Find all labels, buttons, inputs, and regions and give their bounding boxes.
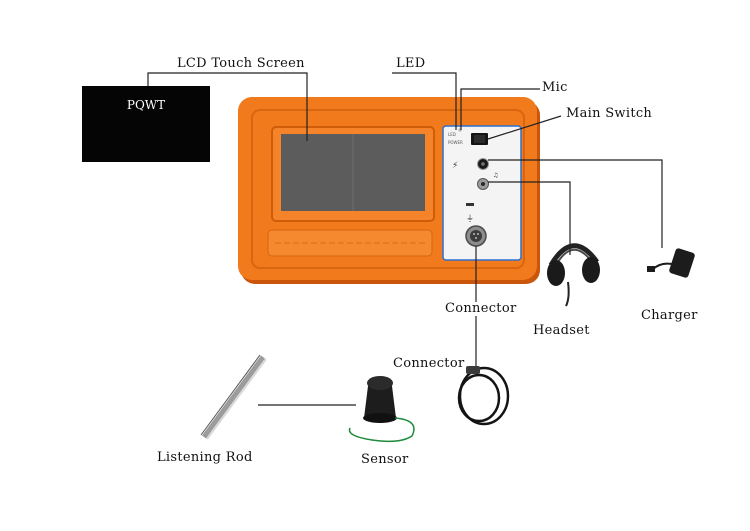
connector-pin bbox=[477, 233, 479, 235]
sensor-illustration bbox=[348, 376, 415, 443]
charger-symbol-icon: ⚡ bbox=[452, 161, 458, 171]
cable-connector-plug bbox=[466, 366, 480, 374]
headset-cord bbox=[565, 281, 570, 307]
leader-line-led bbox=[392, 72, 457, 130]
sensor-body bbox=[364, 379, 396, 418]
charger-plug bbox=[647, 266, 655, 272]
label-listening-rod: Listening Rod bbox=[157, 450, 253, 465]
device-case-inner-rim bbox=[251, 109, 525, 269]
headphone-symbol-icon: ♫ bbox=[493, 172, 498, 179]
main-switch-rocker bbox=[474, 135, 485, 143]
label-main-switch: Main Switch bbox=[566, 106, 653, 121]
leader-line-main-switch bbox=[487, 115, 562, 140]
charger-body bbox=[669, 248, 695, 278]
connector-pin bbox=[475, 237, 477, 239]
panel-marking: POWER bbox=[448, 140, 463, 145]
leader-line-mic bbox=[460, 88, 540, 130]
headset-jack-core bbox=[481, 182, 485, 186]
headset-ear-cup-left bbox=[547, 260, 565, 286]
label-led: LED bbox=[396, 56, 426, 71]
charger-illustration bbox=[647, 248, 695, 278]
headset-ear-cup-right bbox=[582, 257, 600, 283]
label-headset: Headset bbox=[533, 323, 590, 338]
connector-pin bbox=[473, 233, 475, 235]
leader-line-charger bbox=[488, 159, 663, 248]
connector-cable-illustration bbox=[457, 366, 510, 426]
listening-rod-shaft bbox=[201, 355, 266, 439]
brand-logo-box: PQWT bbox=[82, 86, 210, 162]
connector-port-inner bbox=[470, 230, 482, 242]
brand-logo-text: PQWT bbox=[126, 98, 166, 112]
cable-coil-loop bbox=[457, 373, 501, 423]
leader-line-lcd bbox=[147, 72, 308, 141]
label-lcd-touch-screen: LCD Touch Screen bbox=[177, 56, 305, 71]
sensor-top bbox=[367, 376, 393, 390]
label-connector-main: Connector bbox=[445, 301, 517, 316]
label-charger: Charger bbox=[641, 308, 698, 323]
label-sensor: Sensor bbox=[361, 452, 409, 467]
listening-rod-highlight bbox=[206, 358, 267, 440]
leader-line-headset bbox=[488, 181, 571, 255]
sensor-cable bbox=[348, 417, 415, 443]
mic-jack-core bbox=[481, 162, 485, 166]
headset-illustration bbox=[547, 243, 600, 307]
sensor-base bbox=[363, 413, 397, 423]
label-mic: Mic bbox=[542, 80, 568, 95]
leader-lines bbox=[147, 72, 663, 406]
sensor-port-symbol-icon bbox=[466, 203, 474, 206]
detector-device: LED POWER ⚡ ♫ ⏚ bbox=[238, 97, 540, 284]
listening-rod-illustration bbox=[200, 354, 267, 440]
plug-symbol-icon: ⏚ bbox=[466, 214, 474, 223]
label-connector-cable: Connector bbox=[393, 356, 465, 371]
panel-marking: LED bbox=[448, 132, 456, 137]
listening-rod-edge bbox=[200, 354, 261, 436]
headset-band bbox=[548, 243, 600, 267]
